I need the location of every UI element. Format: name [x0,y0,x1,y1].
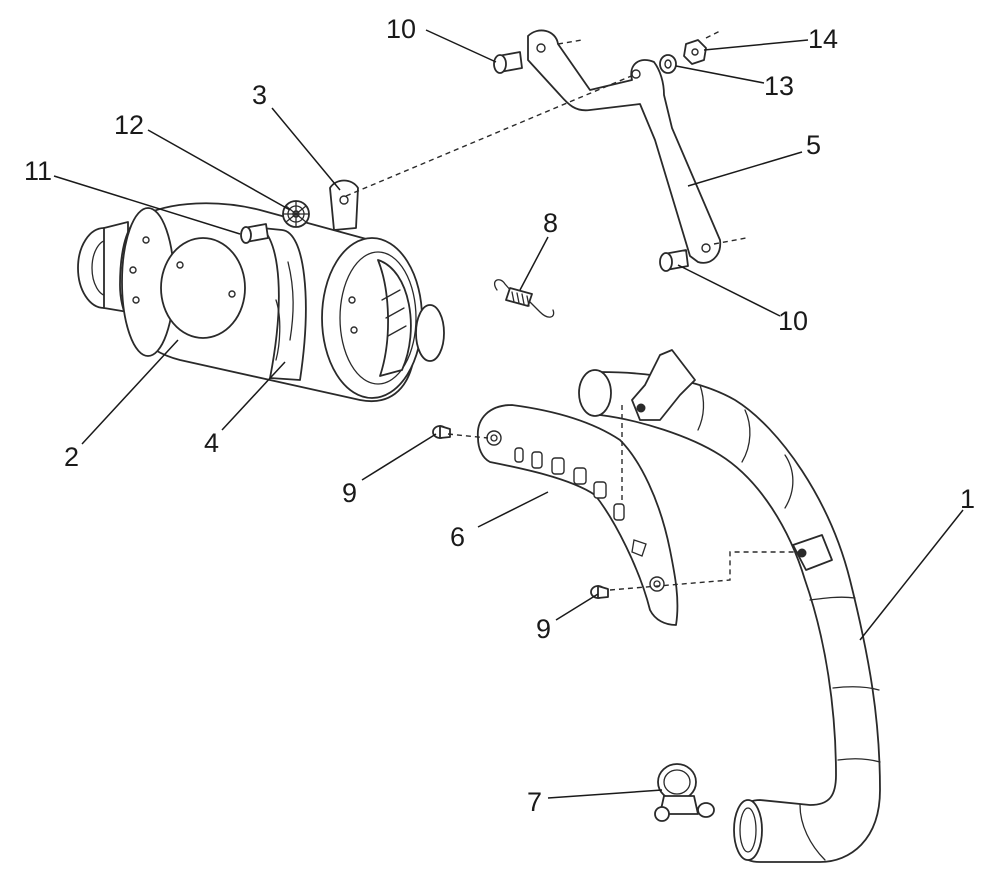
bracket-bolt-upper [493,51,523,74]
callout-2: 2 [64,442,79,472]
shield-screw-upper [432,425,451,439]
header-pipe [578,349,881,863]
assembly-lines [345,29,800,591]
callout-10-lower: 10 [778,306,808,336]
callout-5: 5 [806,130,821,160]
callout-1: 1 [960,484,975,514]
muffler-mount-bolt [240,223,269,244]
callout-leaders [53,29,964,799]
callout-6: 6 [450,522,465,552]
hex-nut [683,39,707,65]
bracket-bolt-lower [659,249,689,272]
callout-10-upper: 10 [386,14,416,44]
callout-8: 8 [543,208,558,238]
callout-7: 7 [527,787,542,817]
muffler-mount-tab [329,179,359,231]
callout-3: 3 [252,80,267,110]
rubber-grommet [282,200,310,228]
callout-9-upper: 9 [342,478,357,508]
pipe-clamp [654,763,715,822]
callout-labels: 1 2 3 4 5 6 7 8 9 9 10 10 11 12 13 14 [24,14,975,817]
callout-4: 4 [204,428,219,458]
washer [659,54,677,74]
muffler-clamp-band [261,227,307,381]
muffler [77,202,445,402]
callout-14: 14 [808,24,838,54]
callout-11: 11 [24,156,52,186]
heat-shield [477,404,679,626]
exhaust-spring [493,279,555,318]
callout-13: 13 [764,71,794,101]
callout-9-lower: 9 [536,614,551,644]
callout-12: 12 [114,110,144,140]
